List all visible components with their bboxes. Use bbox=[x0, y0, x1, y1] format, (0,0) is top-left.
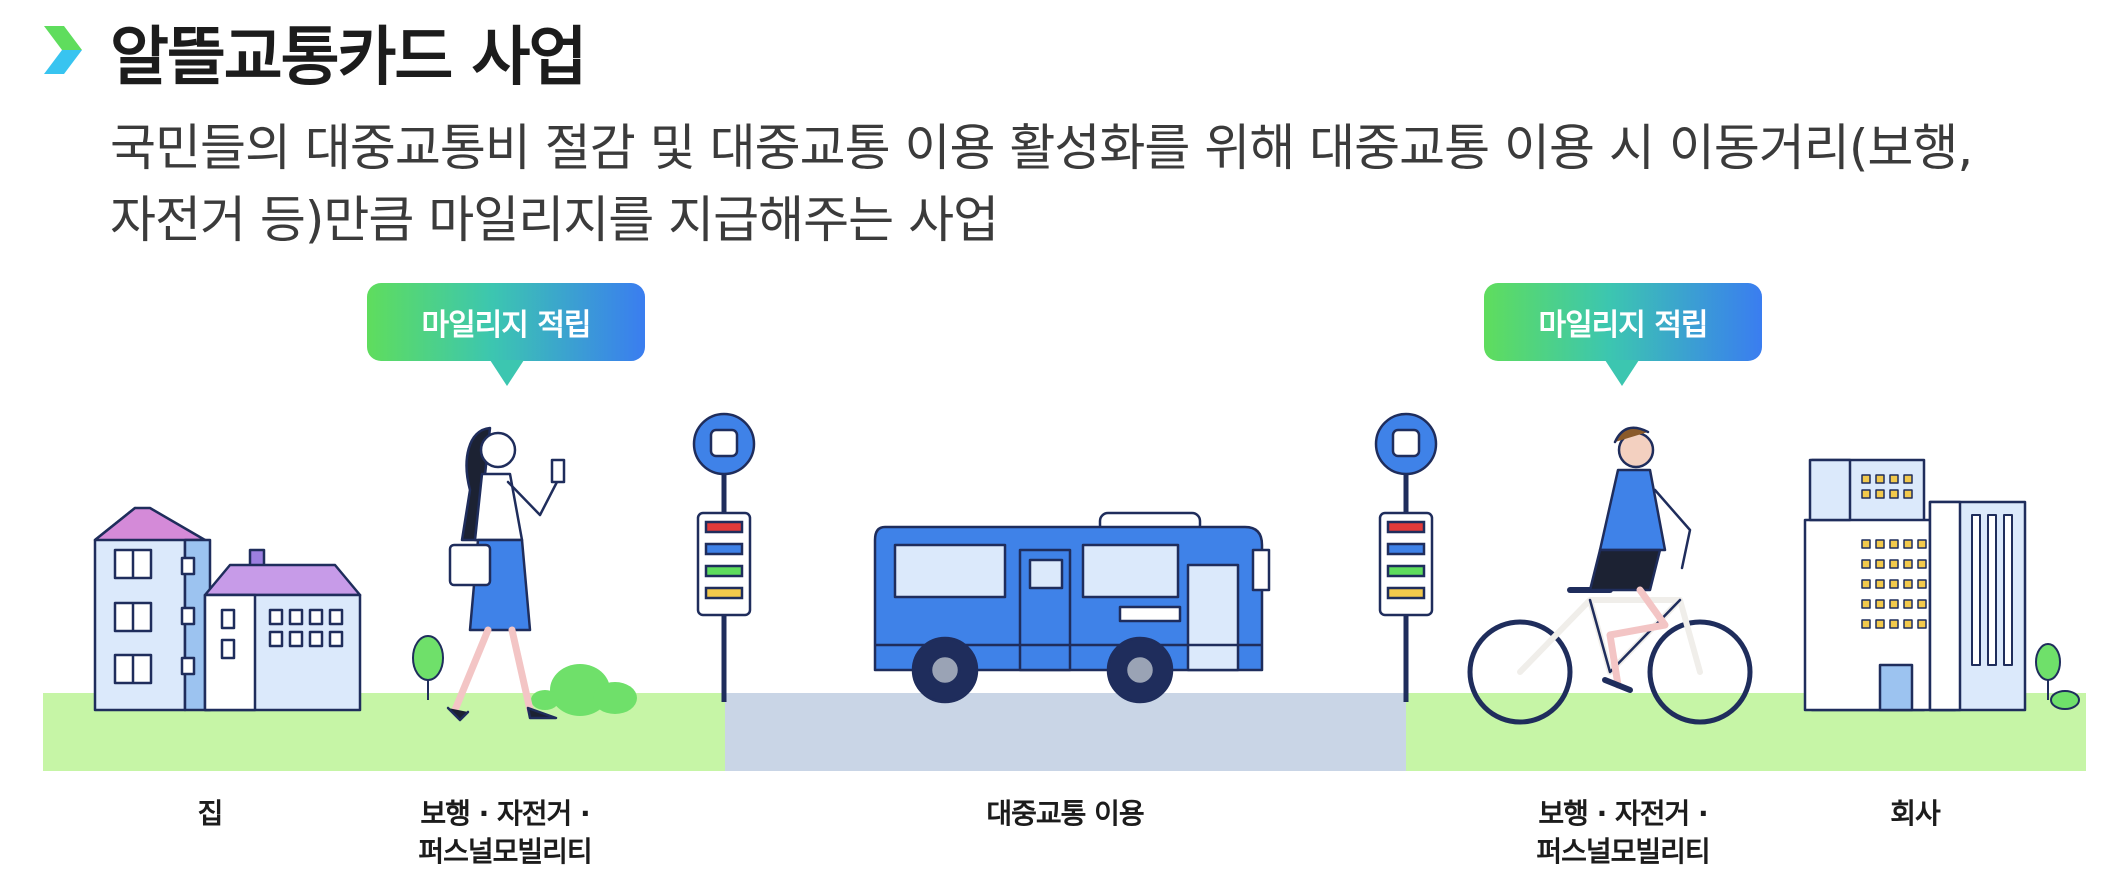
walking-woman-figure bbox=[446, 426, 566, 722]
description-line-1: 국민들의 대중교통비 절감 및 대중교통 이용 활성화를 위해 대중교통 이용 … bbox=[110, 119, 1973, 177]
bubble-tail-1 bbox=[490, 360, 524, 386]
step-label-walk-bike-2: 보행 · 자전거 · 퍼스널모빌리티 bbox=[1536, 797, 1710, 868]
mileage-bubble-1: 마일리지 적립 bbox=[367, 283, 645, 361]
mileage-bubble-2: 마일리지 적립 bbox=[1484, 283, 1762, 361]
page-title: 알뜰교통카드 사업 bbox=[110, 21, 587, 95]
description-line-2: 자전거 등)만큼 마일리지를 지급해주는 사업 bbox=[110, 191, 999, 249]
step-label-office: 회사 bbox=[1890, 797, 1941, 830]
mileage-bubble-label: 마일리지 적립 bbox=[1538, 308, 1708, 343]
bus-icon bbox=[873, 511, 1271, 704]
bus-stop-sign-icon bbox=[1374, 412, 1438, 702]
road bbox=[725, 693, 1406, 771]
mileage-bubble-label: 마일리지 적립 bbox=[421, 308, 591, 343]
tree-icon bbox=[412, 635, 444, 700]
chevron-right-icon bbox=[44, 26, 82, 74]
house-icon bbox=[93, 506, 362, 712]
step-label-public-transit: 대중교통 이용 bbox=[986, 797, 1144, 830]
step-label-home: 집 bbox=[197, 797, 224, 830]
journey-illustration bbox=[43, 412, 2086, 771]
bubble-tail-2 bbox=[1605, 360, 1639, 386]
office-building-icon bbox=[1803, 458, 2027, 712]
cyclist-figure bbox=[1467, 426, 1753, 725]
tree-icon bbox=[2035, 643, 2080, 710]
bush-icon bbox=[531, 664, 637, 716]
step-label-walk-bike-1: 보행 · 자전거 · 퍼스널모빌리티 bbox=[418, 797, 592, 868]
bus-stop-sign-icon bbox=[692, 412, 756, 702]
description: 국민들의 대중교통비 절감 및 대중교통 이용 활성화를 위해 대중교통 이용 … bbox=[110, 112, 2100, 256]
